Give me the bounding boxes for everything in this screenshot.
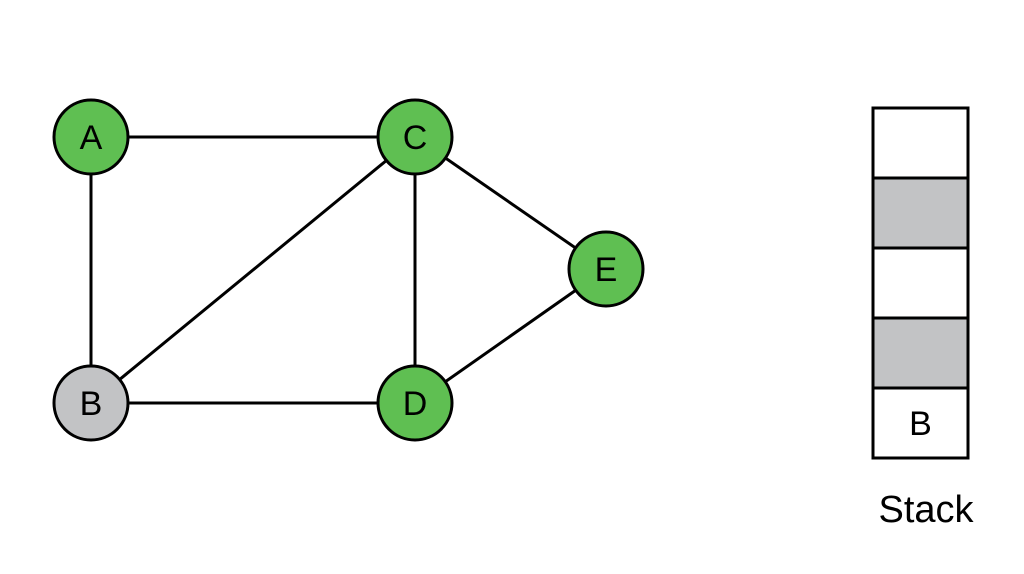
node-b-label: B xyxy=(80,385,103,423)
edge-b-c xyxy=(90,135,416,405)
node-b: B xyxy=(52,364,130,442)
node-c: C xyxy=(376,98,454,176)
node-e-label: E xyxy=(595,251,618,289)
graph-nodes: A B C D E xyxy=(52,98,645,442)
stack-title: Stack xyxy=(878,489,974,531)
node-d-label: D xyxy=(403,385,428,423)
node-a-label: A xyxy=(80,119,103,157)
stack-cell-3 xyxy=(871,316,970,390)
node-a-circle xyxy=(52,98,130,176)
stack-cell-2 xyxy=(871,246,970,320)
stack-cell-0 xyxy=(871,106,970,180)
node-d-circle xyxy=(376,364,454,442)
node-a: A xyxy=(52,98,130,176)
node-c-label: C xyxy=(403,119,428,157)
node-b-circle xyxy=(52,364,130,442)
stack-cell-4 xyxy=(871,386,970,460)
node-e-circle xyxy=(567,230,645,308)
node-d: D xyxy=(376,364,454,442)
node-e: E xyxy=(567,230,645,308)
stack-cell-4-text: B xyxy=(909,405,932,443)
stack: B xyxy=(871,106,970,460)
node-c-circle xyxy=(376,98,454,176)
graph-edges xyxy=(89,135,607,405)
edge-c-e xyxy=(414,135,607,271)
edge-d-e xyxy=(414,267,607,405)
stack-cell-1 xyxy=(871,176,970,250)
